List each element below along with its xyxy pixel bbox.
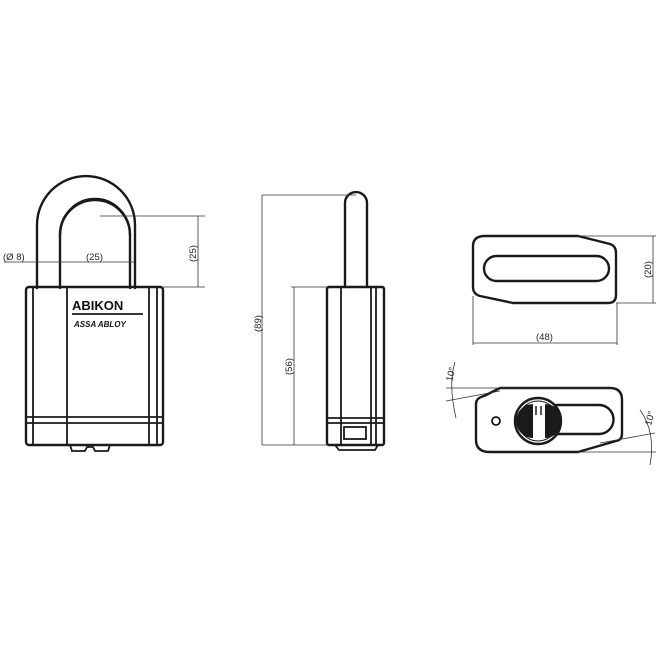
brand-logo: ABIKON xyxy=(72,298,123,313)
shackle-outer xyxy=(35,174,137,290)
side-shackle xyxy=(343,190,369,289)
dim-shackle-diameter: (Ø 8) xyxy=(3,252,25,263)
dim-width: (48) xyxy=(536,332,553,343)
top-view: (20) (48) xyxy=(471,234,656,345)
front-view: ABIKON ASSA ABLOY (Ø 8) (25) (25) xyxy=(3,174,205,452)
dim-angle-left: 10° xyxy=(444,366,458,383)
side-view: (89) (56) xyxy=(253,190,386,451)
shackle-inner xyxy=(58,198,132,290)
dim-total-height: (89) xyxy=(253,315,264,332)
bottom-view: 10° 10° xyxy=(444,361,658,466)
lock-body xyxy=(24,285,165,447)
dim-shackle-inner-width: (25) xyxy=(86,252,103,263)
dim-shackle-clearance: (25) xyxy=(188,245,199,262)
dim-angle-right: 10° xyxy=(643,410,657,427)
dim-body-height: (56) xyxy=(284,358,295,375)
brand-subtext: ASSA ABLOY xyxy=(73,320,127,329)
dim-depth: (20) xyxy=(643,261,654,278)
